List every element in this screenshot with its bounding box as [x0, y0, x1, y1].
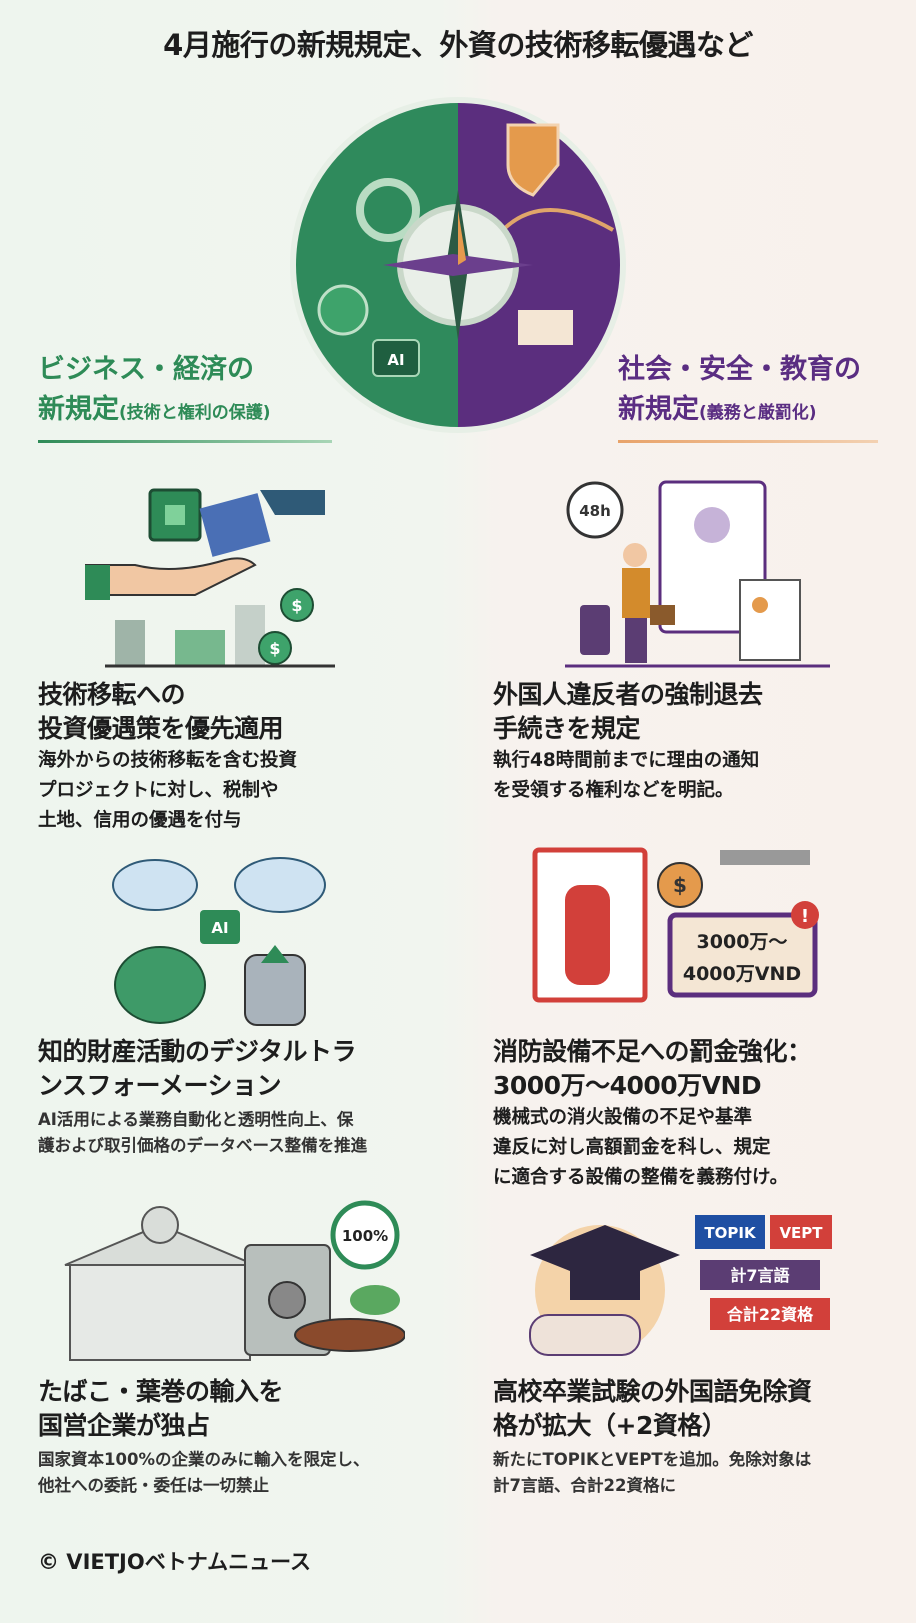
right-heading-underline	[618, 440, 878, 443]
ai-chip-icon	[200, 910, 240, 944]
coin-icon	[657, 862, 703, 908]
ip-digital-illustration: AI	[112, 857, 326, 1026]
bridge-icon	[501, 208, 614, 232]
shield-icon	[506, 123, 560, 197]
document-icon	[658, 480, 767, 634]
cloud-icon	[234, 857, 326, 913]
tobacco-illustration: 100%	[64, 1200, 405, 1361]
right-section-heading: 社会・安全・教育の 新規定(義務と厳罰化)	[618, 354, 861, 425]
svg-text:VEPT: VEPT	[779, 1224, 823, 1242]
cloud-icon	[112, 859, 198, 911]
tech-transfer-illustration: $ $	[85, 488, 335, 668]
languages-ribbon	[700, 1260, 820, 1290]
svg-text:TOPIK: TOPIK	[704, 1224, 757, 1242]
vept-tag	[770, 1215, 832, 1249]
fire-extinguisher-icon	[565, 885, 610, 985]
svg-text:AI: AI	[387, 351, 404, 369]
diploma-icon	[529, 1314, 641, 1356]
tobacco-leaf-icon	[350, 1285, 400, 1315]
alert-icon	[791, 901, 819, 929]
factory-icon	[175, 630, 225, 665]
blueprint-icon	[199, 493, 271, 557]
compass-emblem: AI	[290, 97, 626, 433]
topik-tag	[695, 1215, 765, 1249]
upload-arrow-icon	[261, 945, 289, 963]
svg-text:合計22資格: 合計22資格	[727, 1305, 814, 1324]
cigar-icon	[294, 1318, 405, 1352]
svg-text:AI: AI	[211, 919, 228, 937]
item-exam-exemption: 高校卒業試験の外国語免除資格が拡大（+2資格） 新たにTOPIKとVEPTを追加…	[493, 1377, 812, 1495]
fine-amount-plate	[667, 912, 818, 998]
avatar-icon	[694, 507, 730, 543]
hand-icon	[85, 557, 257, 596]
deportation-illustration: 48h	[565, 480, 830, 668]
qualifications-ribbon	[710, 1298, 830, 1330]
copyright-footer: © VIETJOベトナムニュース	[38, 1550, 312, 1574]
100-percent-badge	[330, 1200, 400, 1270]
item-deportation: 外国人違反者の強制退去手続きを規定 執行48時間前までに理由の通知を受領する権利…	[493, 680, 763, 801]
svg-text:3000万～: 3000万～	[697, 931, 788, 953]
suitcase-icon	[580, 605, 610, 655]
svg-text:4000万VND: 4000万VND	[683, 963, 801, 985]
coin-icon	[280, 588, 314, 622]
item-tobacco: たばこ・葉巻の輸入を国営企業が独占 国家資本100%の企業のみに輸入を限定し、他…	[38, 1377, 370, 1495]
svg-text:$: $	[291, 596, 302, 615]
graduation-cap-icon	[530, 1225, 680, 1285]
svg-text:100%: 100%	[342, 1227, 388, 1245]
item-fire-fine: 消防設備不足への罰金強化：3000万～4000万VND 機械式の消火設備の不足や…	[493, 1037, 812, 1188]
coin-icon	[258, 631, 292, 665]
page-title: 4月施行の新規規定、外資の技術移転優遇など	[163, 28, 753, 62]
ai-chip-icon	[372, 339, 420, 377]
database-icon	[244, 954, 306, 1026]
svg-text:48h: 48h	[579, 502, 611, 520]
svg-text:$: $	[673, 873, 687, 897]
left-section-heading: ビジネス・経済の 新規定(技術と権利の保護)	[38, 354, 271, 425]
book-icon	[518, 310, 573, 345]
fire-fine-illustration: $ 3000万～ 4000万VND !	[532, 847, 819, 1003]
left-heading-underline	[38, 440, 332, 443]
hand-icon	[260, 490, 325, 515]
globe-icon	[317, 284, 369, 336]
gear-icon	[356, 178, 420, 242]
exam-illustration: TOPIK VEPT 計7言語 合計22資格	[529, 1215, 832, 1356]
sprinkler-icon	[720, 850, 810, 865]
svg-text:!: !	[801, 906, 809, 927]
svg-text:$: $	[269, 639, 280, 658]
brain-icon	[114, 946, 206, 1024]
passport-icon	[739, 579, 801, 661]
item-ip-digital: 知的財産活動のデジタルトランスフォーメーション AI活用による業務自動化と透明性…	[38, 1037, 368, 1155]
briefcase-icon	[650, 605, 675, 625]
building-icon	[115, 620, 145, 665]
traveler-icon	[623, 543, 647, 567]
item-tech-transfer: 技術移転への投資優遇策を優先適用 海外からの技術移転を含む投資プロジェクトに対し…	[38, 680, 298, 831]
svg-text:計7言語: 計7言語	[730, 1266, 789, 1285]
clock-icon	[566, 481, 624, 539]
